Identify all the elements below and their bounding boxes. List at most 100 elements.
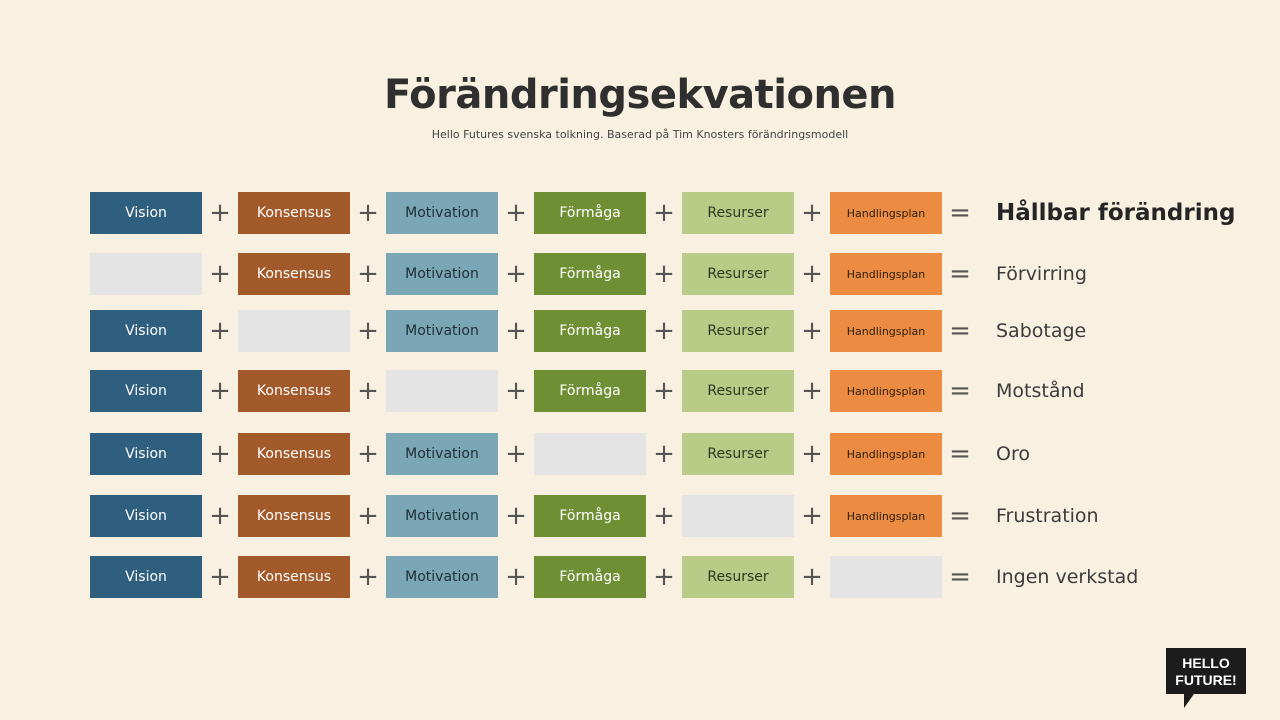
motivation-box: Motivation: [386, 310, 498, 352]
equation-row: Vision+Konsensus+Motivation+Förmåga+Resu…: [0, 192, 1280, 236]
motivation-box: Motivation: [386, 253, 498, 295]
plus-sign: +: [505, 562, 527, 592]
formaga-box: Förmåga: [534, 495, 646, 537]
plus-sign: +: [801, 259, 823, 289]
formaga-box: Förmåga: [534, 253, 646, 295]
konsensus-box: Konsensus: [238, 556, 350, 598]
plus-sign: +: [357, 376, 379, 406]
missing-resurser-box: [682, 495, 794, 537]
plus-sign: +: [357, 501, 379, 531]
handlingsplan-box: Handlingsplan: [830, 370, 942, 412]
formaga-box: Förmåga: [534, 192, 646, 234]
formaga-box: Förmåga: [534, 370, 646, 412]
plus-sign: +: [357, 198, 379, 228]
equals-sign: =: [949, 316, 971, 346]
equation-result: Sabotage: [996, 320, 1087, 342]
vision-box: Vision: [90, 556, 202, 598]
equation-row: Vision+Konsensus+Motivation+Förmåga++Han…: [0, 495, 1280, 539]
equation-result: Oro: [996, 443, 1030, 465]
plus-sign: +: [653, 501, 675, 531]
equals-sign: =: [949, 198, 971, 228]
konsensus-box: Konsensus: [238, 253, 350, 295]
plus-sign: +: [209, 501, 231, 531]
plus-sign: +: [653, 259, 675, 289]
equation-result: Förvirring: [996, 263, 1087, 285]
plus-sign: +: [505, 376, 527, 406]
vision-box: Vision: [90, 495, 202, 537]
resurser-box: Resurser: [682, 556, 794, 598]
plus-sign: +: [801, 376, 823, 406]
vision-box: Vision: [90, 370, 202, 412]
vision-box: Vision: [90, 433, 202, 475]
handlingsplan-box: Handlingsplan: [830, 495, 942, 537]
resurser-box: Resurser: [682, 370, 794, 412]
equation-row: Vision+Konsensus++Förmåga+Resurser+Handl…: [0, 370, 1280, 414]
plus-sign: +: [801, 198, 823, 228]
plus-sign: +: [357, 259, 379, 289]
plus-sign: +: [653, 198, 675, 228]
plus-sign: +: [357, 439, 379, 469]
plus-sign: +: [801, 439, 823, 469]
plus-sign: +: [357, 562, 379, 592]
resurser-box: Resurser: [682, 253, 794, 295]
logo-text-line2: FUTURE!: [1175, 672, 1236, 688]
missing-vision-box: [90, 253, 202, 295]
equation-row: +Konsensus+Motivation+Förmåga+Resurser+H…: [0, 253, 1280, 297]
page-subtitle: Hello Futures svenska tolkning. Baserad …: [431, 128, 849, 141]
hello-future-logo: HELLO FUTURE!: [1166, 648, 1246, 708]
formaga-box: Förmåga: [534, 310, 646, 352]
plus-sign: +: [801, 316, 823, 346]
equals-sign: =: [949, 259, 971, 289]
logo-text-line1: HELLO: [1182, 655, 1230, 671]
plus-sign: +: [209, 259, 231, 289]
plus-sign: +: [209, 562, 231, 592]
equation-row: Vision+Konsensus+Motivation++Resurser+Ha…: [0, 433, 1280, 477]
resurser-box: Resurser: [682, 192, 794, 234]
equals-sign: =: [949, 562, 971, 592]
plus-sign: +: [653, 562, 675, 592]
plus-sign: +: [505, 198, 527, 228]
page-title: Förändringsekvationen: [383, 72, 897, 118]
missing-formaga-box: [534, 433, 646, 475]
konsensus-box: Konsensus: [238, 370, 350, 412]
motivation-box: Motivation: [386, 433, 498, 475]
missing-handlingsplan-box: [830, 556, 942, 598]
formaga-box: Förmåga: [534, 556, 646, 598]
plus-sign: +: [209, 376, 231, 406]
plus-sign: +: [653, 439, 675, 469]
motivation-box: Motivation: [386, 556, 498, 598]
konsensus-box: Konsensus: [238, 192, 350, 234]
handlingsplan-box: Handlingsplan: [830, 253, 942, 295]
plus-sign: +: [653, 376, 675, 406]
logo-badge-shape: [1166, 648, 1246, 708]
plus-sign: +: [357, 316, 379, 346]
resurser-box: Resurser: [682, 310, 794, 352]
missing-motivation-box: [386, 370, 498, 412]
plus-sign: +: [209, 439, 231, 469]
vision-box: Vision: [90, 310, 202, 352]
plus-sign: +: [653, 316, 675, 346]
konsensus-box: Konsensus: [238, 433, 350, 475]
plus-sign: +: [209, 316, 231, 346]
plus-sign: +: [505, 501, 527, 531]
plus-sign: +: [505, 316, 527, 346]
resurser-box: Resurser: [682, 433, 794, 475]
equals-sign: =: [949, 376, 971, 406]
vision-box: Vision: [90, 192, 202, 234]
equation-row: Vision++Motivation+Förmåga+Resurser+Hand…: [0, 310, 1280, 354]
motivation-box: Motivation: [386, 495, 498, 537]
equation-result: Motstånd: [996, 380, 1085, 402]
motivation-box: Motivation: [386, 192, 498, 234]
equals-sign: =: [949, 439, 971, 469]
handlingsplan-box: Handlingsplan: [830, 433, 942, 475]
plus-sign: +: [209, 198, 231, 228]
konsensus-box: Konsensus: [238, 495, 350, 537]
handlingsplan-box: Handlingsplan: [830, 192, 942, 234]
plus-sign: +: [505, 259, 527, 289]
plus-sign: +: [801, 501, 823, 531]
handlingsplan-box: Handlingsplan: [830, 310, 942, 352]
equation-result: Frustration: [996, 505, 1099, 527]
equals-sign: =: [949, 501, 971, 531]
equation-row: Vision+Konsensus+Motivation+Förmåga+Resu…: [0, 556, 1280, 600]
plus-sign: +: [505, 439, 527, 469]
